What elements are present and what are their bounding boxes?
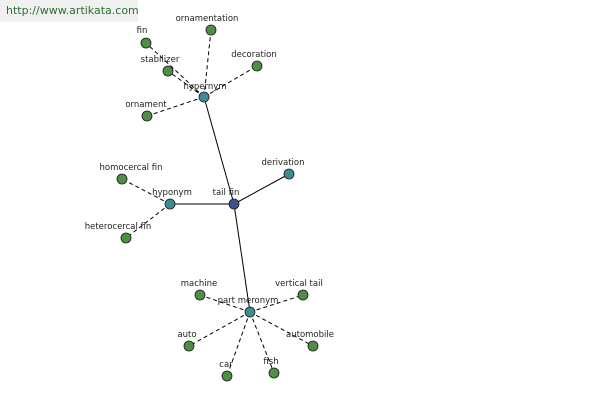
site-url-banner[interactable]: http://www.artikata.com bbox=[0, 0, 139, 22]
word-node-machine[interactable] bbox=[194, 289, 206, 301]
word-node-fin[interactable] bbox=[140, 37, 152, 49]
word-node-auto[interactable] bbox=[183, 340, 195, 352]
edge-hyponym-homocercalfin bbox=[121, 178, 171, 205]
edge-tailfin-derivation bbox=[233, 173, 290, 205]
word-node-stabilizer[interactable] bbox=[162, 65, 174, 77]
word-label-automobile[interactable]: automobile bbox=[286, 330, 334, 340]
edge-hypernym-fin bbox=[145, 42, 205, 98]
word-node-verticaltail[interactable] bbox=[297, 289, 309, 301]
relation-label-partmeronym[interactable]: part meronym bbox=[218, 296, 279, 306]
word-label-auto[interactable]: auto bbox=[177, 330, 196, 340]
edge-partmeronym-fish bbox=[249, 311, 275, 374]
word-node-automobile[interactable] bbox=[307, 340, 319, 352]
word-label-stabilizer[interactable]: stabilizer bbox=[141, 55, 180, 65]
word-label-fin[interactable]: fin bbox=[137, 26, 148, 36]
relation-node-derivation[interactable] bbox=[283, 168, 295, 180]
graph-edges bbox=[121, 29, 314, 377]
graph-nodes: tail fin hypernym fin ornamentation stabiliz… bbox=[85, 14, 334, 382]
word-node-ornamentation[interactable] bbox=[205, 24, 217, 36]
edge-partmeronym-auto bbox=[188, 311, 251, 347]
word-node-homocercalfin[interactable] bbox=[116, 173, 128, 185]
word-node-heterocercalfin[interactable] bbox=[120, 232, 132, 244]
edge-partmeronym-machine bbox=[199, 294, 251, 313]
word-node-car[interactable] bbox=[221, 370, 233, 382]
edge-partmeronym-verticaltail bbox=[249, 294, 304, 313]
relation-label-hyponym[interactable]: hyponym bbox=[152, 188, 192, 198]
edge-tailfin-partmeronym bbox=[233, 203, 251, 313]
center-label-tailfin[interactable]: tail fin bbox=[213, 188, 240, 198]
edge-tailfin-hypernym bbox=[203, 96, 235, 205]
edge-hypernym-stabilizer bbox=[167, 70, 205, 98]
word-label-ornament[interactable]: ornament bbox=[125, 100, 167, 110]
relation-node-partmeronym[interactable] bbox=[244, 306, 256, 318]
edge-partmeronym-car bbox=[226, 311, 251, 377]
relation-node-hyponym[interactable] bbox=[164, 198, 176, 210]
word-node-decoration[interactable] bbox=[251, 60, 263, 72]
word-node-fish[interactable] bbox=[268, 367, 280, 379]
word-label-heterocercalfin[interactable]: heterocercal fin bbox=[85, 222, 152, 232]
edge-partmeronym-automobile bbox=[249, 311, 314, 347]
relation-label-derivation[interactable]: derivation bbox=[261, 158, 304, 168]
center-node-tailfin[interactable] bbox=[228, 198, 240, 210]
relation-node-hypernym[interactable] bbox=[198, 91, 210, 103]
word-label-ornamentation[interactable]: ornamentation bbox=[176, 14, 239, 24]
word-label-decoration[interactable]: decoration bbox=[231, 50, 276, 60]
word-label-car[interactable]: car bbox=[219, 360, 233, 370]
edge-hyponym-heterocercalfin bbox=[125, 203, 171, 239]
word-label-machine[interactable]: machine bbox=[181, 279, 218, 289]
edge-hypernym-decoration bbox=[203, 65, 258, 98]
edge-hypernym-ornamentation bbox=[203, 29, 212, 98]
word-label-homocercalfin[interactable]: homocercal fin bbox=[100, 163, 163, 173]
edge-hypernym-ornament bbox=[146, 96, 205, 117]
relation-label-hypernym[interactable]: hypernym bbox=[183, 82, 226, 92]
word-node-ornament[interactable] bbox=[141, 110, 153, 122]
word-label-fish[interactable]: fish bbox=[263, 357, 278, 367]
word-label-verticaltail[interactable]: vertical tail bbox=[275, 279, 323, 289]
